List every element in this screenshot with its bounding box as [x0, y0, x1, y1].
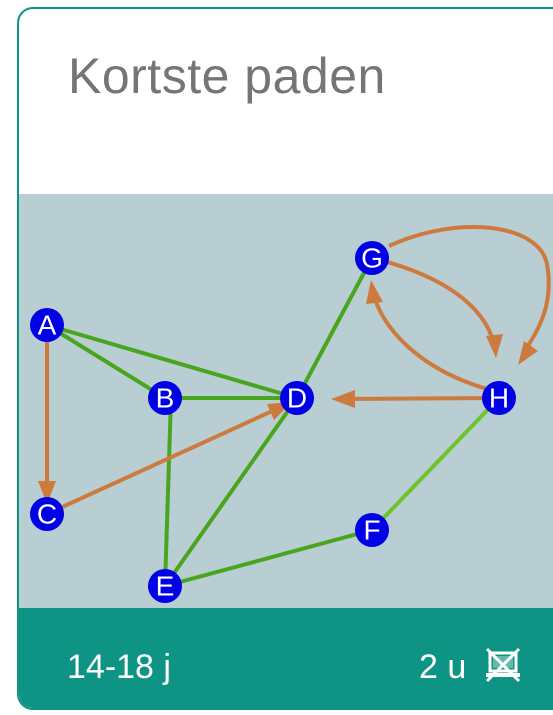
- edge-g-h-outer: [388, 224, 551, 354]
- arrowhead-a-c: [38, 481, 56, 504]
- node-f: F: [355, 513, 389, 547]
- graph-nodes: A B C D E F G H: [30, 241, 516, 603]
- svg-text:D: D: [287, 383, 307, 414]
- svg-text:A: A: [38, 310, 57, 341]
- edge-a-d: [46, 323, 298, 400]
- edge-b-e: [163, 397, 173, 587]
- node-h: H: [482, 381, 516, 415]
- directed-edges: [38, 224, 551, 516]
- duration: 2 u: [419, 648, 467, 686]
- edge-d-g: [295, 257, 374, 399]
- shortest-paths-graph-image: A B C D E F G H: [19, 194, 553, 608]
- undirected-edges: [45, 257, 501, 588]
- activity-card[interactable]: Kortste paden: [17, 7, 553, 710]
- edge-c-d: [46, 405, 282, 516]
- edge-e-f: [164, 528, 373, 588]
- edge-f-h: [370, 396, 501, 532]
- edge-a-b: [45, 323, 167, 400]
- svg-text:B: B: [156, 383, 175, 414]
- node-e: E: [148, 569, 182, 603]
- svg-text:E: E: [156, 571, 175, 602]
- card-footer: 14-18 j 2 u: [19, 608, 553, 708]
- svg-text:C: C: [37, 499, 57, 530]
- edge-g-h-inner: [371, 256, 496, 345]
- edge-h-d: [343, 396, 500, 401]
- arrowhead-h-g: [366, 280, 383, 304]
- svg-text:H: H: [489, 383, 509, 414]
- svg-text:F: F: [363, 515, 380, 546]
- edge-d-e: [163, 396, 299, 588]
- age-range: 14-18 j: [67, 648, 171, 686]
- svg-text:G: G: [361, 243, 383, 274]
- node-b: B: [148, 381, 182, 415]
- arrowhead-g-h-inner: [486, 334, 503, 358]
- arrowhead-g-h-outer: [518, 341, 538, 365]
- arrowhead-h-d: [331, 390, 355, 408]
- edge-h-g: [372, 295, 488, 391]
- node-d: D: [280, 381, 314, 415]
- card-title: Kortste paden: [68, 48, 386, 104]
- no-computer-icon: [485, 647, 521, 683]
- node-c: C: [30, 497, 64, 531]
- node-a: A: [30, 308, 64, 342]
- node-g: G: [355, 241, 389, 275]
